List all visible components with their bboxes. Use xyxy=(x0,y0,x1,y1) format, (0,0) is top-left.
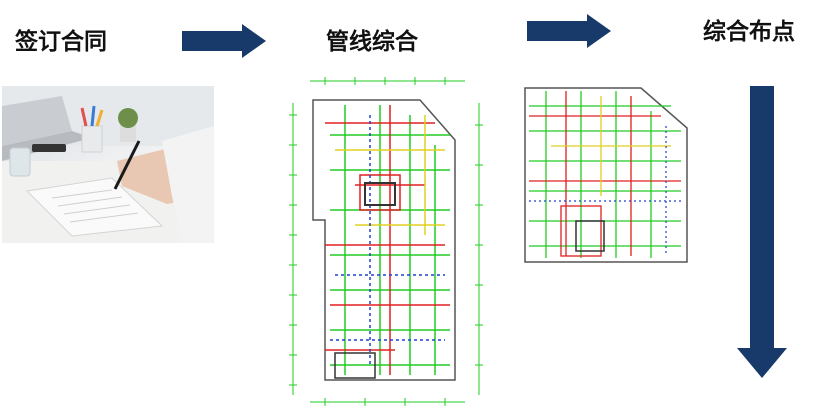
pipeline-integration-drawing xyxy=(285,75,488,408)
step-label-contract: 签订合同 xyxy=(15,28,107,55)
right-arrow-icon xyxy=(182,24,266,58)
right-arrow-icon xyxy=(527,14,611,48)
layout-points-drawing xyxy=(521,86,691,264)
step-label-pipeline: 管线综合 xyxy=(326,28,418,55)
signing-contract-photo xyxy=(2,86,214,243)
step-label-layout: 综合布点 xyxy=(703,18,795,45)
down-arrow-icon xyxy=(737,86,787,378)
